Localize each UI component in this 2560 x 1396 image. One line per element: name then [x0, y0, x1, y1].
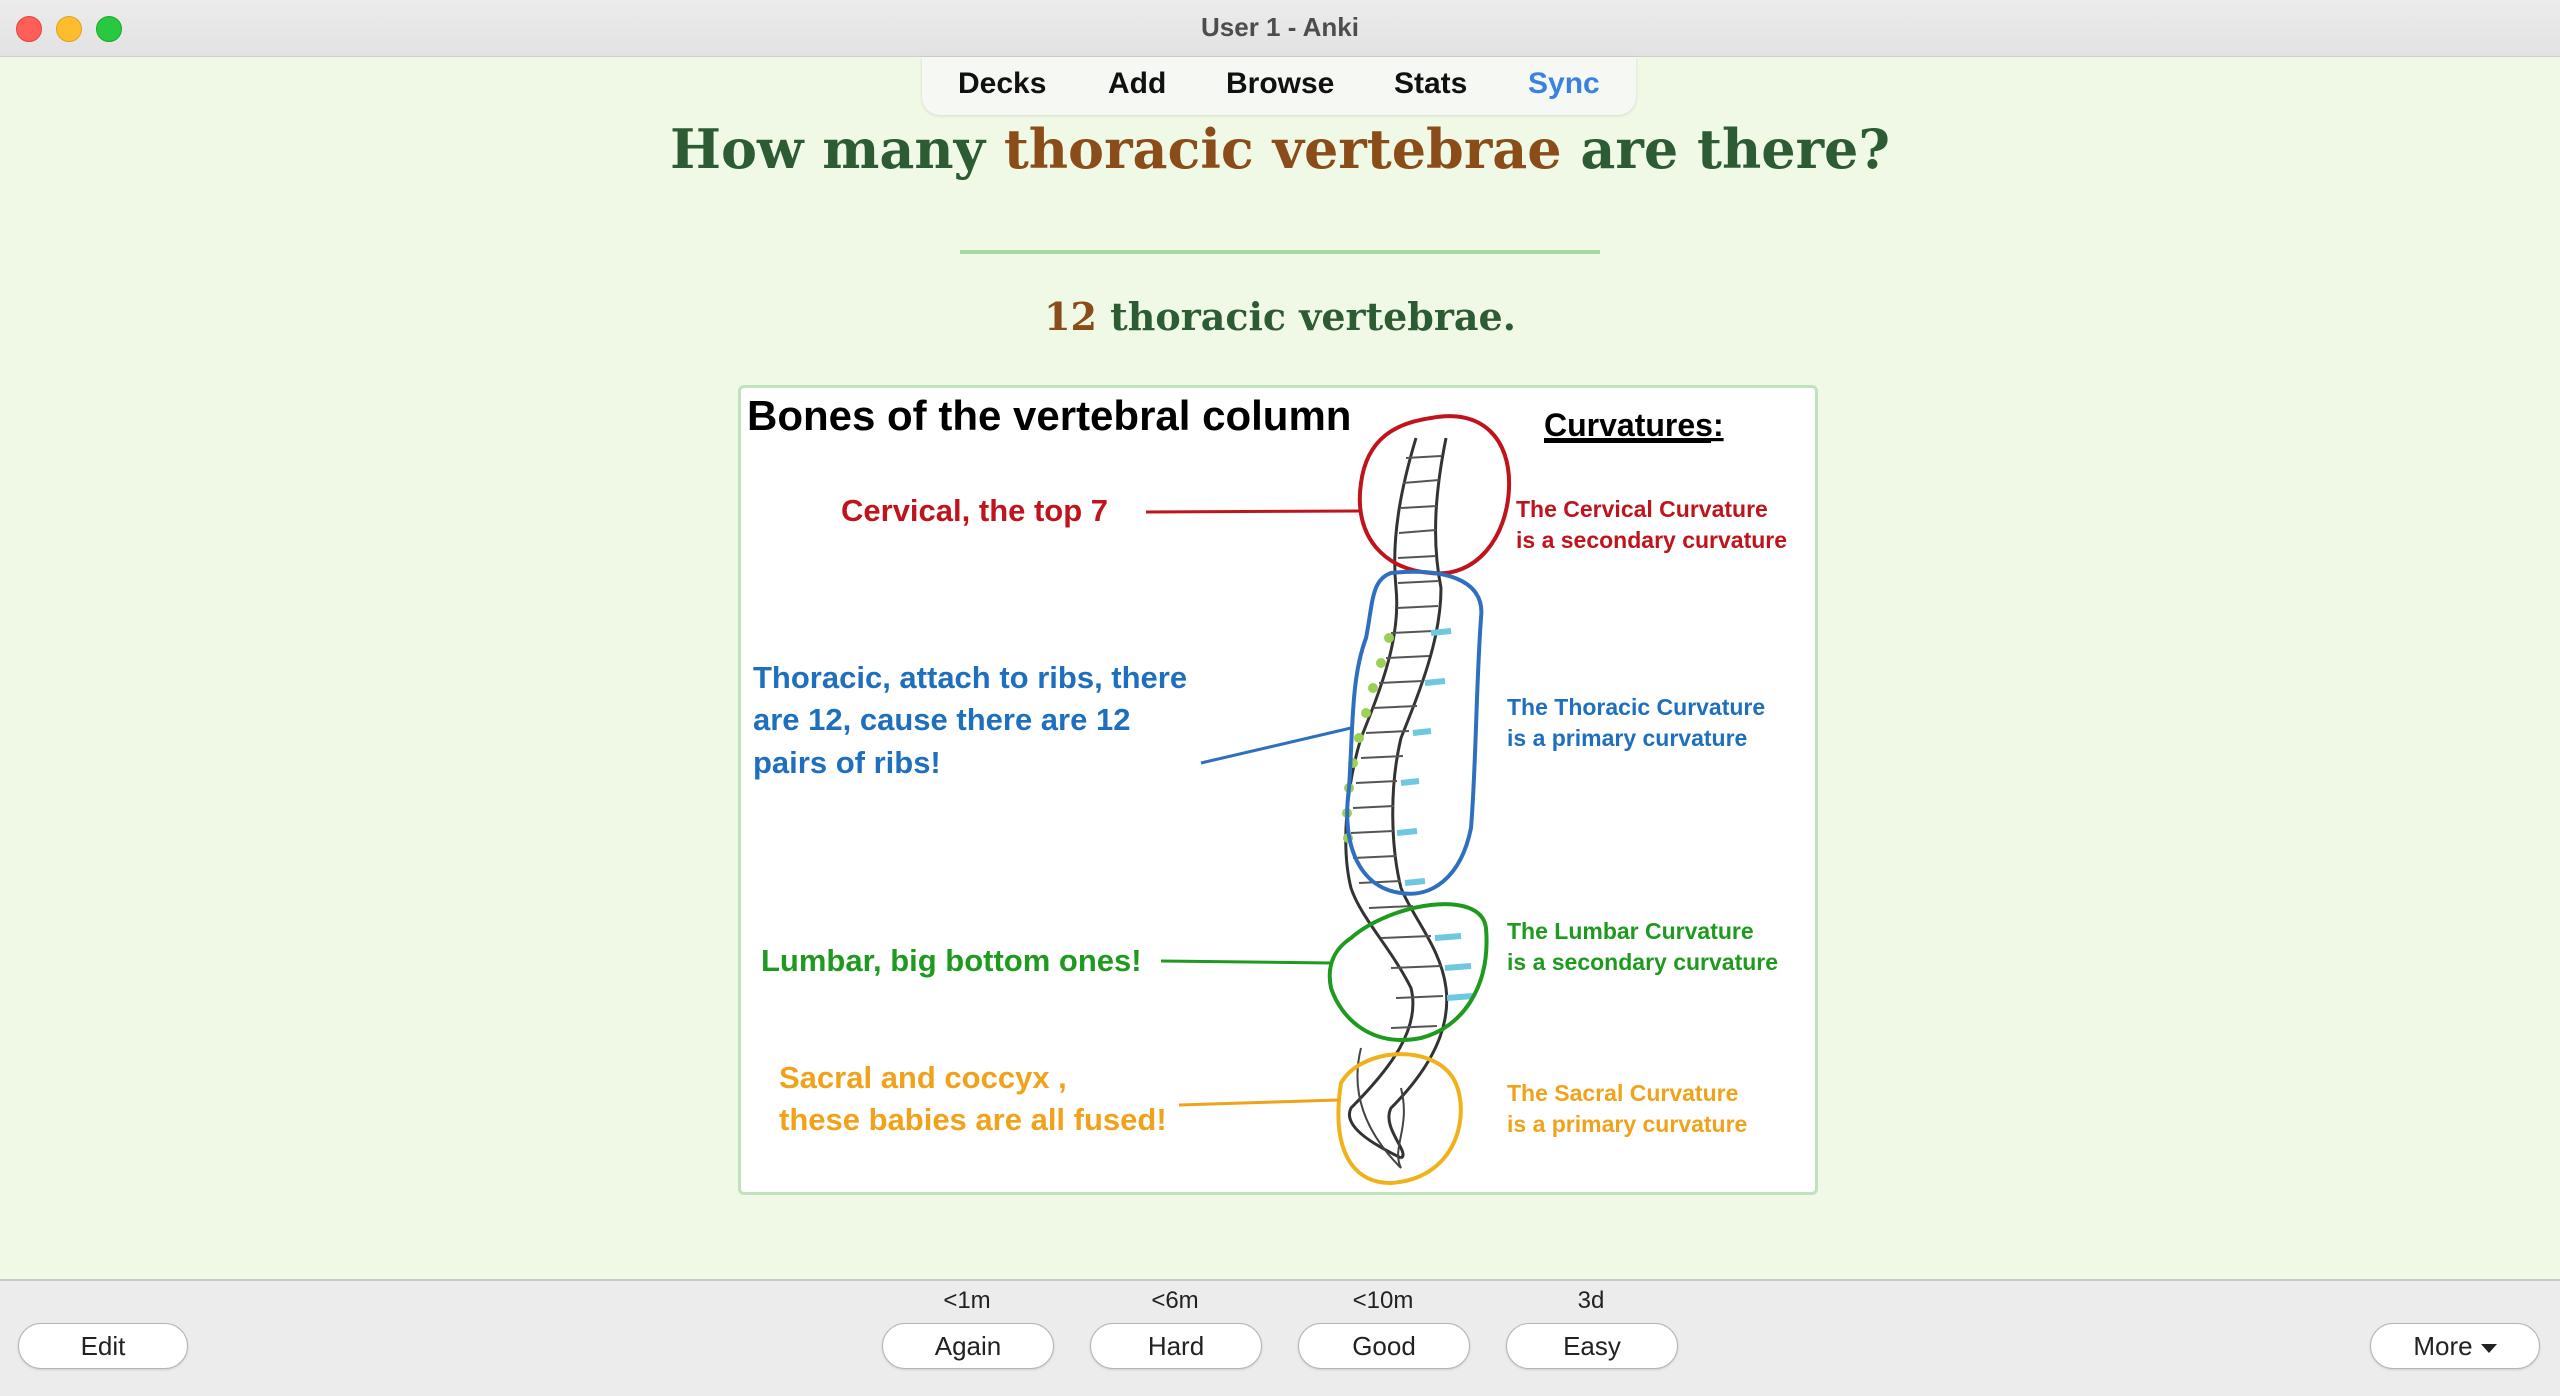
window-title: User 1 - Anki	[1201, 12, 1359, 42]
lumbar-curvature-line1: The Lumbar Curvature	[1507, 918, 1754, 944]
lumbar-outline	[1327, 902, 1489, 1042]
card-question: How many thoracic vertebrae are there?	[0, 117, 2560, 181]
cervical-outline	[1357, 414, 1512, 576]
lumbar-label: Lumbar, big bottom ones!	[761, 943, 1142, 978]
review-bar: Edit <1m Again <6m Hard <10m Good 3d Eas…	[0, 1279, 2560, 1396]
easy-interval: 3d	[1577, 1287, 1605, 1314]
spine-illustration	[1342, 437, 1474, 1169]
nav-decks[interactable]: Decks	[958, 67, 1047, 100]
edit-button[interactable]: Edit	[18, 1323, 188, 1369]
nav-add[interactable]: Add	[1108, 67, 1167, 100]
cervical-curvature-line1: The Cervical Curvature	[1516, 496, 1768, 522]
caret-down-icon	[2480, 1343, 2497, 1353]
thoracic-label-line2: are 12, cause there are 12	[753, 702, 1130, 737]
again-interval: <1m	[943, 1287, 991, 1314]
more-label: More	[2413, 1331, 2473, 1361]
lumbar-curvature-line2: is a secondary curvature	[1507, 949, 1778, 975]
sacral-label-line2: these babies are all fused!	[779, 1102, 1167, 1137]
vertebral-column-image: Bones of the vertebral column Curvatures…	[738, 385, 1818, 1195]
cervical-label: Cervical, the top 7	[841, 493, 1108, 528]
hard-button[interactable]: Hard	[1090, 1323, 1262, 1369]
sacral-outline	[1336, 1052, 1463, 1186]
easy-button[interactable]: Easy	[1506, 1323, 1678, 1369]
close-window-button[interactable]	[16, 16, 42, 42]
hard-interval: <6m	[1151, 1287, 1199, 1314]
good-button[interactable]: Good	[1298, 1323, 1470, 1369]
cervical-curvature-line2: is a secondary curvature	[1516, 527, 1787, 553]
good-interval: <10m	[1352, 1287, 1414, 1314]
thoracic-outline	[1345, 569, 1484, 896]
diagram-title: Bones of the vertebral column	[747, 392, 1351, 439]
thoracic-label-line3: pairs of ribs!	[753, 745, 941, 780]
title-bar: User 1 - Anki	[0, 0, 2560, 57]
question-text: How many	[669, 117, 1004, 181]
answer-highlight: 12	[1044, 294, 1097, 339]
thoracic-label-line1: Thoracic, attach to ribs, there	[753, 660, 1187, 695]
card-answer: 12 thoracic vertebrae.	[0, 294, 2560, 339]
sacral-curvature-line2: is a primary curvature	[1507, 1111, 1747, 1137]
nav-browse[interactable]: Browse	[1226, 67, 1335, 100]
sacral-label-line1: Sacral and coccyx ,	[779, 1060, 1067, 1095]
minimize-window-button[interactable]	[56, 16, 82, 42]
curvatures-heading: Curvatures:	[1544, 407, 1724, 443]
nav-stats[interactable]: Stats	[1394, 67, 1468, 100]
thoracic-curvature-line2: is a primary curvature	[1507, 725, 1747, 751]
top-toolbar: Decks Add Browse Stats Sync	[922, 57, 1636, 115]
question-text-end: are there?	[1561, 117, 1891, 181]
spine-diagram: Bones of the vertebral column Curvatures…	[747, 392, 1787, 1186]
nav-sync[interactable]: Sync	[1528, 67, 1600, 100]
answer-divider	[960, 250, 1600, 254]
sacral-curvature-line1: The Sacral Curvature	[1507, 1080, 1738, 1106]
thoracic-curvature-line1: The Thoracic Curvature	[1507, 694, 1765, 720]
zoom-window-button[interactable]	[96, 16, 122, 42]
answer-text: thoracic vertebrae.	[1096, 294, 1516, 339]
question-highlight: thoracic vertebrae	[1003, 117, 1562, 181]
more-button[interactable]: More	[2370, 1323, 2540, 1369]
again-button[interactable]: Again	[882, 1323, 1054, 1369]
reviewer-area: Decks Add Browse Stats Sync How many tho…	[0, 57, 2560, 1279]
